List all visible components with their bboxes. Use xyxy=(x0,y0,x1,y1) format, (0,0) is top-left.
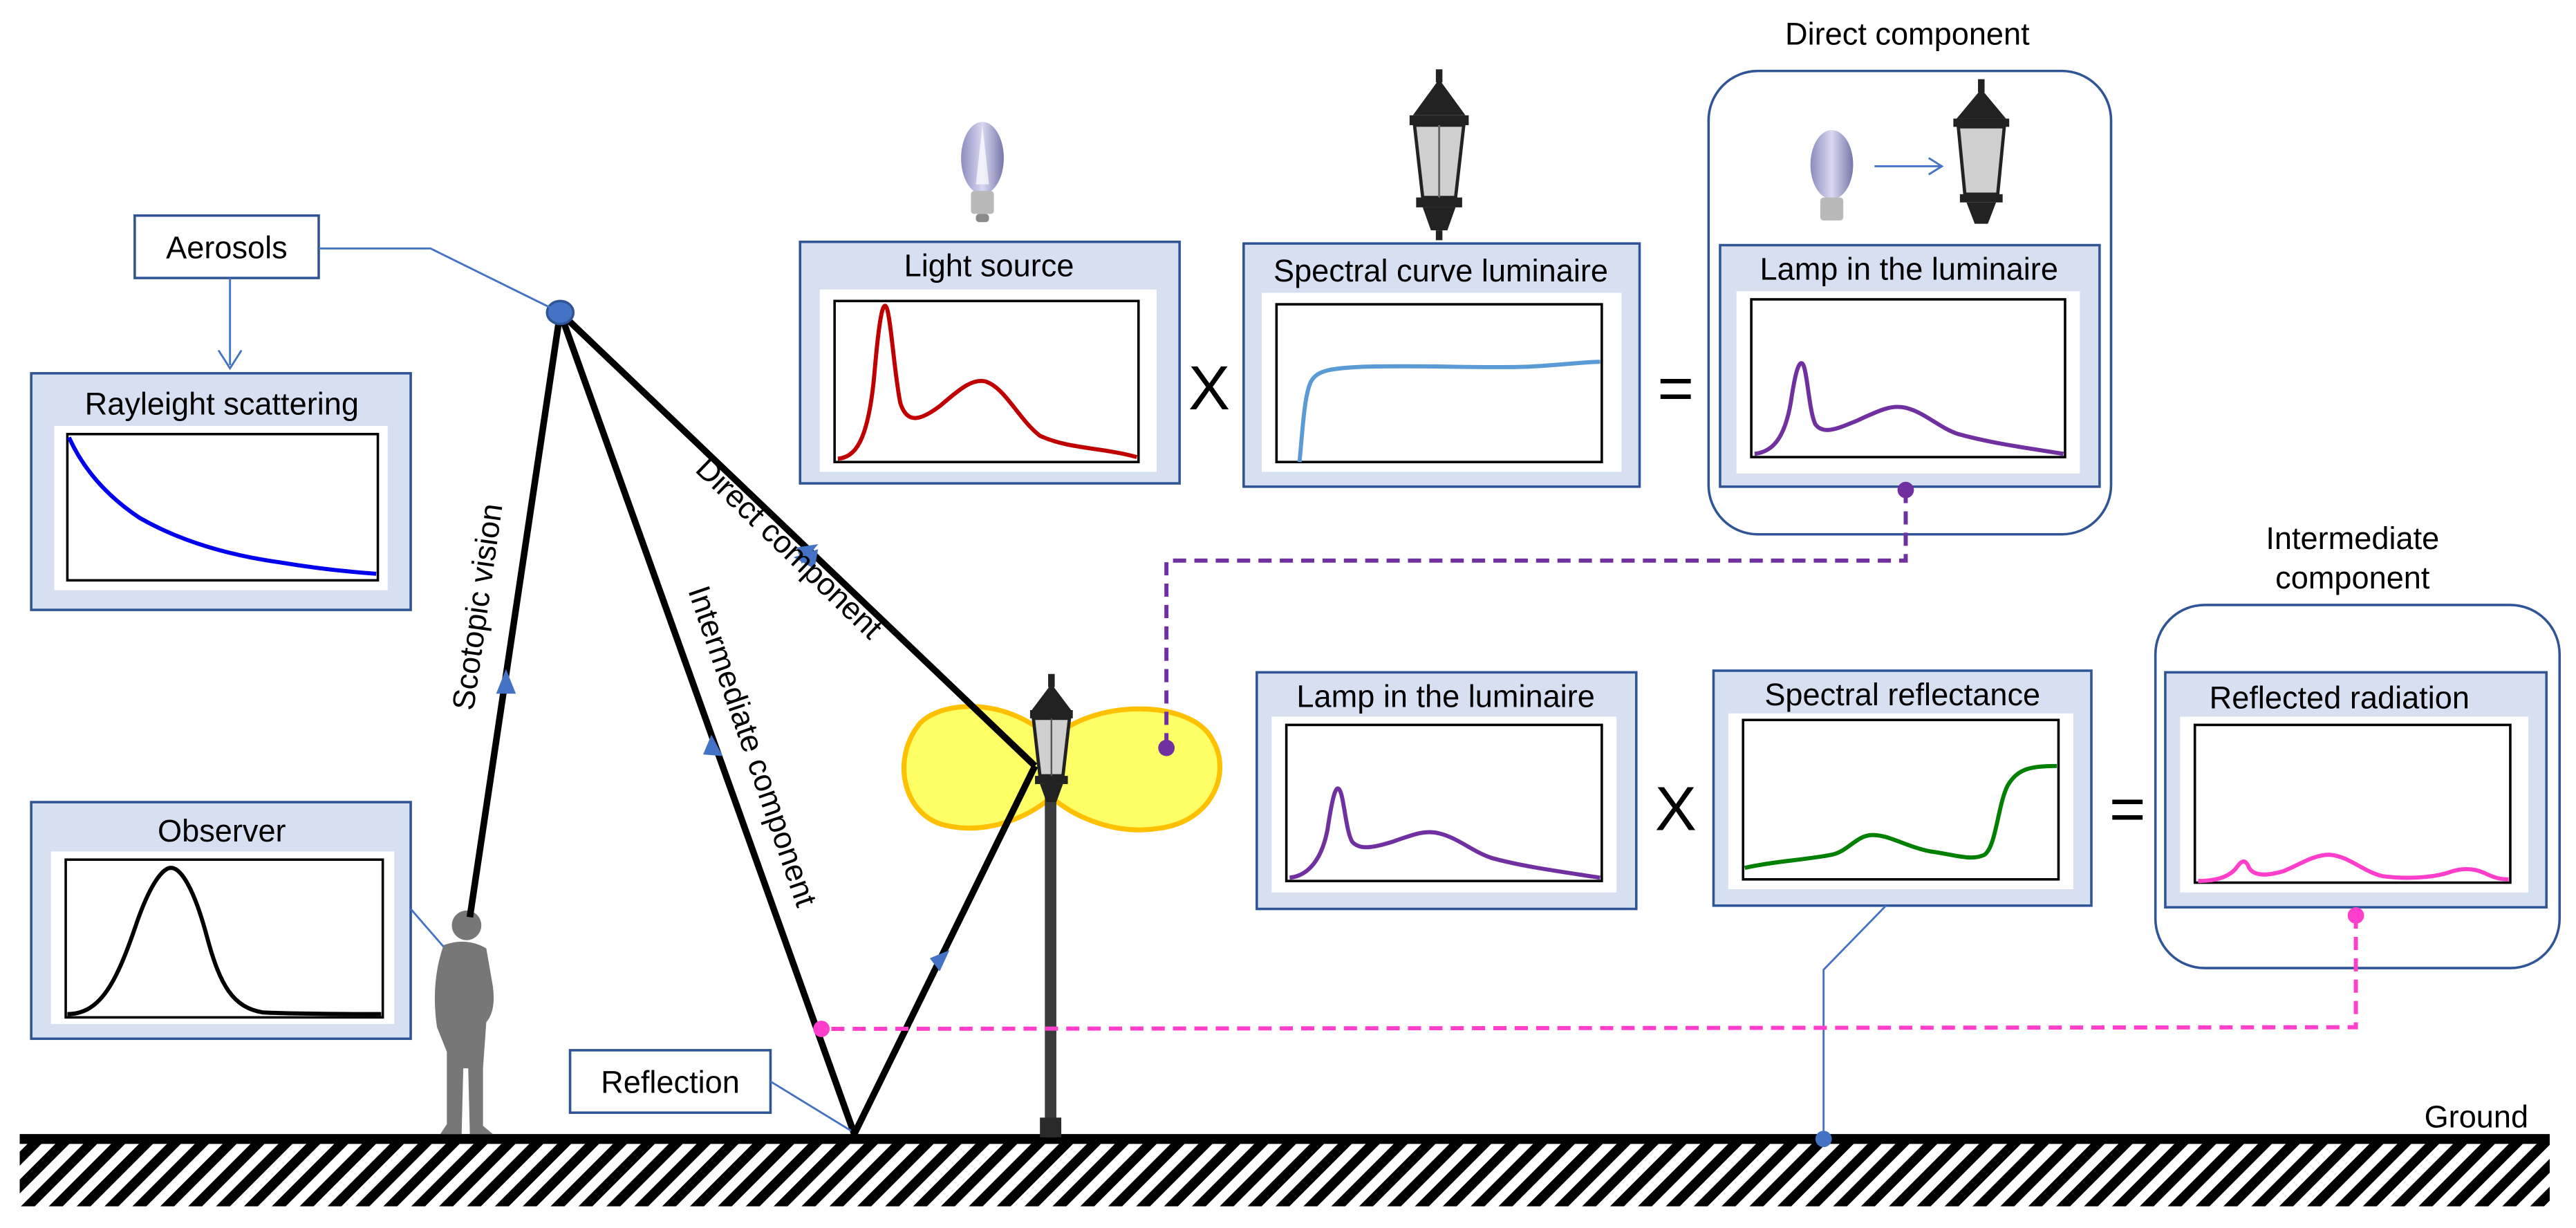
direct-connector xyxy=(1164,490,1908,748)
direct-component-title: Direct component xyxy=(1785,17,2030,52)
aerosols-leader xyxy=(318,247,561,314)
spectral-reflectance-title: Spectral reflectance xyxy=(1764,677,2040,712)
intermediate-title-line1: Intermediate xyxy=(2266,521,2439,556)
reflectance-curve xyxy=(1744,763,2057,871)
luminaire-curve xyxy=(1297,360,1600,463)
aerosols-label: Aerosols xyxy=(166,230,288,266)
reflection-callout: Reflection xyxy=(568,1049,852,1132)
light-source-curve xyxy=(837,304,1138,461)
rayleigh-curve xyxy=(67,436,377,576)
ground: Ground xyxy=(19,1099,2550,1207)
observer-title: Observer xyxy=(158,813,286,848)
rayleigh-panel: Rayleight scattering xyxy=(30,372,412,611)
intermediate-connector xyxy=(821,915,2358,1031)
observer-leader xyxy=(409,908,445,948)
lamp-in-luminaire-mid-title: Lamp in the luminaire xyxy=(1296,678,1594,714)
arrow-direct-head xyxy=(796,544,819,564)
lamp-lantern xyxy=(1029,673,1073,803)
lamp-in-luminaire-mid-panel: Lamp in the luminaire xyxy=(1256,671,1638,911)
spectral-reflectance-panel: Spectral reflectance xyxy=(1712,669,2093,1148)
spectral-luminaire-panel: Spectral curve luminaire xyxy=(1242,242,1641,488)
aerosols-arrow-head xyxy=(217,349,243,371)
lamp-pole xyxy=(1045,772,1056,1137)
street-lantern-icon xyxy=(1409,69,1469,241)
rayleigh-title: Rayleight scattering xyxy=(85,386,359,421)
observer-silhouette-icon xyxy=(434,910,494,1135)
intermediate-connector-end xyxy=(813,1021,830,1037)
reflection-leader xyxy=(769,1080,852,1132)
reflected-radiation-panel: Reflected radiation xyxy=(2164,671,2548,924)
lamp-in-luminaire-top-panel: Lamp in the luminaire xyxy=(1719,243,2101,499)
ground-label: Ground xyxy=(2425,1099,2529,1135)
arrow-scotopic xyxy=(496,669,516,694)
aerosols-callout: Aerosols xyxy=(133,214,561,371)
arrow-reflect-up xyxy=(929,949,950,971)
intermediate-component-path-label: Intermediate component xyxy=(681,582,824,911)
lamp-mid-curve xyxy=(1289,786,1600,880)
direct-path-line xyxy=(557,310,1038,1143)
arrow-intermediate xyxy=(703,734,723,756)
reflected-radiation-title: Reflected radiation xyxy=(2210,680,2470,716)
aerosols-box xyxy=(133,214,320,279)
equals-sign-1: = xyxy=(1657,353,1694,423)
times-sign-1: X xyxy=(1188,353,1230,423)
light-source-title: Light source xyxy=(904,248,1074,283)
arrow-direct xyxy=(793,549,819,569)
ground-hatch xyxy=(19,1140,2550,1207)
lamp-base xyxy=(1040,1117,1062,1137)
lamp-in-luminaire-top-title: Lamp in the luminaire xyxy=(1760,251,2058,286)
observer-curve xyxy=(67,866,382,1016)
observer-panel: Observer xyxy=(30,801,445,1041)
direct-connector-end xyxy=(1158,739,1175,756)
spectral-luminaire-title: Spectral curve luminaire xyxy=(1273,253,1608,288)
times-sign-2: X xyxy=(1655,774,1697,844)
scotopic-path-line xyxy=(466,312,564,918)
equals-sign-2: = xyxy=(2109,774,2146,844)
scotopic-label: Scotopic vision xyxy=(445,501,509,712)
reflectance-ground-dot xyxy=(1815,1131,1832,1148)
intermediate-title-line2: component xyxy=(2275,560,2430,595)
reflected-curve xyxy=(2198,853,2509,884)
lamp-bulb-icon xyxy=(961,122,1004,223)
street-lamp-icon xyxy=(902,673,1223,1137)
light-source-panel: Light source xyxy=(799,240,1181,485)
lamp-top-curve xyxy=(1754,361,2064,456)
reflectance-leader xyxy=(1822,904,1887,1137)
reflection-label: Reflection xyxy=(601,1065,740,1100)
